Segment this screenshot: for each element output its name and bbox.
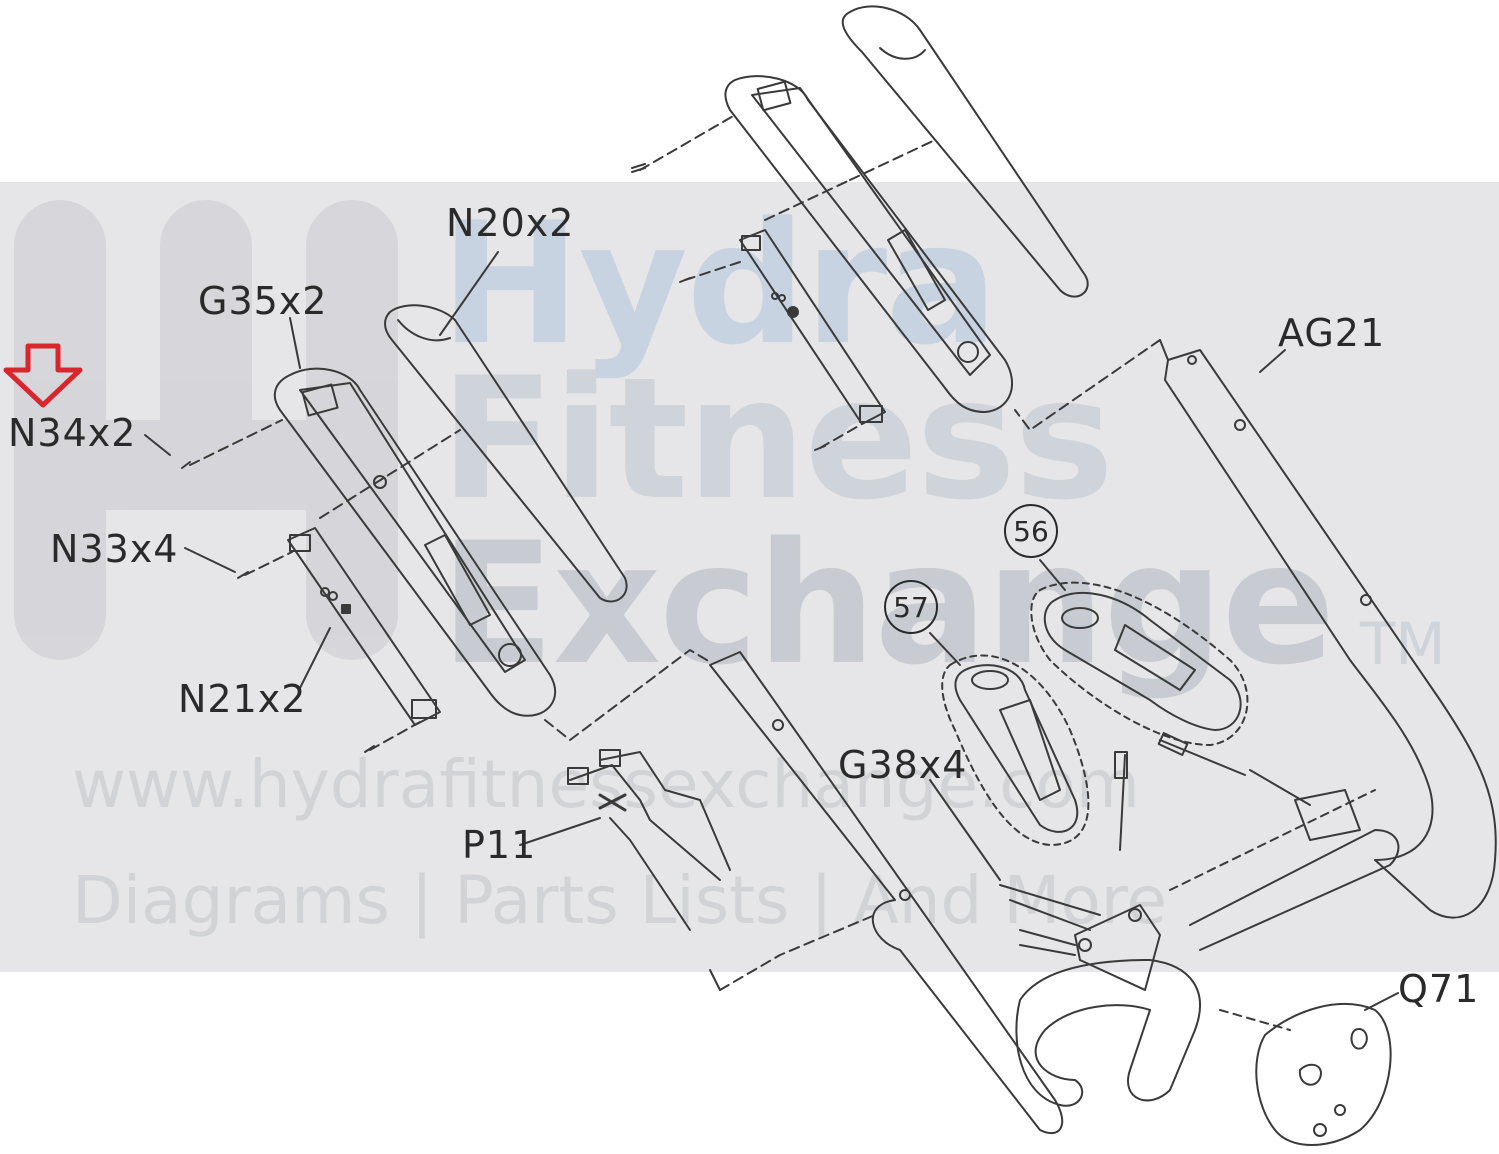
watermark-word-fitness: Fitness — [440, 341, 1114, 537]
mount-bracket — [1074, 904, 1161, 991]
callout-g38: G38x4 — [838, 743, 968, 787]
lower-sensor-plate-n21 — [287, 527, 441, 726]
callout-p11: P11 — [462, 823, 537, 867]
grip-56 — [1030, 581, 1249, 746]
grip-57 — [941, 654, 1090, 846]
handlebar-crossbar — [1015, 959, 1201, 1107]
callout-n33: N33x4 — [50, 527, 179, 571]
frame-tube-ag21 — [1164, 349, 1497, 919]
upper-sensor-plate — [739, 229, 886, 425]
callout-q71: Q71 — [1398, 967, 1480, 1011]
callout-n21: N21x2 — [178, 677, 307, 721]
watermark-logo — [14, 200, 398, 660]
callout-n20: N20x2 — [446, 201, 575, 245]
upper-handle-body — [724, 75, 1014, 413]
lower-cover-tube-n20 — [384, 304, 628, 603]
frame-tube-left — [709, 651, 1064, 1135]
callout-circle-57: 57 — [884, 580, 938, 634]
callout-n34: N34x2 — [8, 411, 137, 455]
wire-harness-p11 — [569, 751, 731, 931]
end-cap-q71 — [1255, 1003, 1392, 1146]
callout-ag21: AG21 — [1278, 311, 1386, 355]
watermark-tagline: Diagrams | Parts Lists | And More — [72, 862, 1168, 939]
upper-cover-tube — [841, 5, 1089, 298]
callout-g35: G35x2 — [198, 279, 328, 323]
highlight-arrow — [3, 343, 83, 408]
lower-handle-body-g35 — [273, 367, 557, 717]
callout-circle-56: 56 — [1004, 504, 1058, 558]
